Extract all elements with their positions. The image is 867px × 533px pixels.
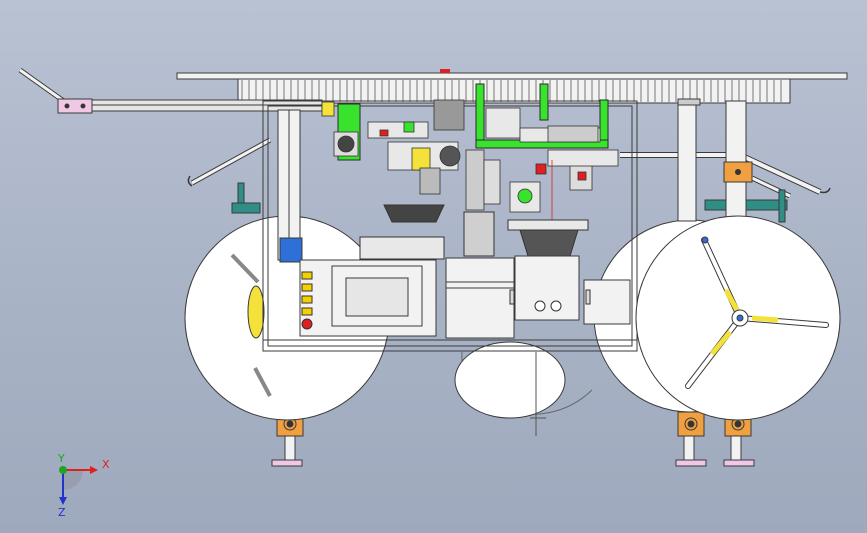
- hopper-right: [463, 211, 589, 257]
- panel-knobs: [534, 300, 562, 312]
- x-axis-label: X: [102, 458, 110, 471]
- z-axis-label: Z: [58, 506, 66, 519]
- top-marker: [440, 69, 450, 73]
- hanging-wire: [530, 352, 546, 436]
- hmi-screen-icon: [331, 265, 423, 327]
- blue-cylinder: [279, 237, 303, 263]
- triad-shadow: [63, 470, 83, 490]
- panel-slots: [509, 289, 591, 305]
- reel-spokes: [685, 237, 829, 389]
- coordinate-triad: X Y Z: [57, 452, 110, 519]
- indicator-buttons: [301, 271, 313, 330]
- red-button-icon: [301, 318, 313, 330]
- yellow-indicator-icon: [301, 295, 313, 304]
- y-axis-dot: [59, 466, 67, 474]
- teal-clamps: [231, 182, 788, 223]
- pink-bracket: [57, 98, 93, 114]
- y-axis-label: Y: [57, 452, 65, 465]
- reel-right-front: [635, 215, 841, 421]
- top-rail: [176, 72, 848, 104]
- yellow-indicator-icon: [301, 271, 313, 280]
- yellow-indicator-icon: [301, 283, 313, 292]
- comb-teeth: [241, 80, 782, 102]
- yellow-indicator-icon: [301, 307, 313, 316]
- mechanism-cluster: [321, 99, 619, 225]
- reel-center: [454, 341, 593, 419]
